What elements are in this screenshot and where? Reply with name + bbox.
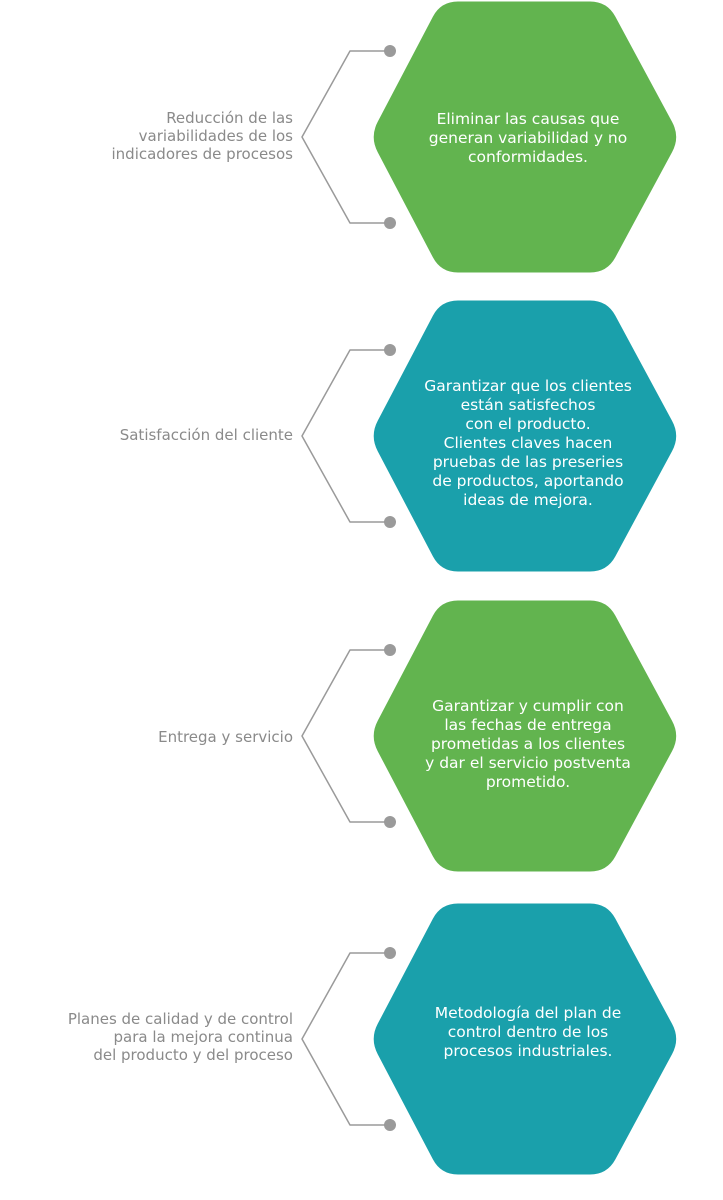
hex-2-text: Garantizar que los clientes están satisf…	[388, 377, 668, 510]
step-1	[301, 0, 680, 276]
connector-dot-4-top	[384, 947, 396, 959]
connector-dot-2-bottom	[384, 516, 396, 528]
hex-4-line-2: control dentro de los	[447, 1023, 609, 1041]
label-2: Satisfacción del cliente	[120, 426, 293, 444]
hex-1-line-3: conformidades.	[468, 148, 588, 166]
label-3-line-1: Entrega y servicio	[158, 728, 293, 746]
hex-2-line-6: de productos, aportando	[432, 472, 624, 490]
hex-4-text: Metodología del plan de control dentro d…	[388, 1004, 668, 1061]
hex-4-line-3: procesos industriales.	[443, 1042, 613, 1060]
hex-3-text: Garantizar y cumplir con las fechas de e…	[388, 697, 668, 792]
hex-2-line-4: Clientes claves hacen	[443, 434, 613, 452]
connector-dot-1-bottom	[384, 217, 396, 229]
hex-1-line-2: generan variabilidad y no	[428, 129, 628, 147]
connector-dot-2-top	[384, 344, 396, 356]
hex-2-line-1: Garantizar que los clientes	[424, 377, 632, 395]
bracket-connector-3	[301, 649, 390, 823]
hex-2-line-3: con el producto.	[465, 415, 591, 433]
hex-3-line-5: prometido.	[485, 773, 571, 791]
label-1: Reducción de las variabilidades de los i…	[112, 109, 294, 163]
connector-dot-4-bottom	[384, 1119, 396, 1131]
bracket-connector-1	[301, 50, 390, 224]
hex-2-line-5: pruebas de las preseries	[432, 453, 624, 471]
hex-1-text: Eliminar las causas que generan variabil…	[388, 110, 668, 167]
hex-2-line-2: están satisfechos	[460, 396, 596, 414]
label-2-line-1: Satisfacción del cliente	[119, 426, 293, 444]
step-3	[301, 597, 680, 875]
hex-3-line-1: Garantizar y cumplir con	[432, 697, 624, 715]
label-1-line-1: Reducción de las	[166, 109, 293, 127]
bracket-connector-2	[301, 349, 390, 523]
hex-1-line-1: Eliminar las causas que	[436, 110, 620, 128]
hex-3-line-4: y dar el servicio postventa	[425, 754, 631, 772]
connector-dot-3-top	[384, 644, 396, 656]
hex-3-line-2: las fechas de entrega	[444, 716, 612, 734]
step-4	[301, 900, 680, 1178]
hexagon-4	[370, 900, 680, 1178]
hex-2-line-7: ideas de mejora.	[463, 491, 593, 509]
label-1-line-2: variabilidades de los	[138, 127, 293, 145]
label-4: Planes de calidad y de control para la m…	[68, 1010, 293, 1064]
label-3: Entrega y servicio	[158, 728, 293, 746]
connector-dot-1-top	[384, 45, 396, 57]
label-4-line-2: para la mejora continua	[113, 1028, 293, 1046]
connector-dot-3-bottom	[384, 816, 396, 828]
label-4-line-3: del producto y del proceso	[93, 1046, 293, 1064]
bracket-connector-4	[301, 952, 390, 1126]
hex-3-line-3: prometidas a los clientes	[430, 735, 626, 753]
hexagon-3	[370, 597, 680, 875]
hex-4-line-1: Metodología del plan de	[434, 1004, 622, 1022]
step-2	[301, 297, 680, 575]
hexagon-1	[370, 0, 680, 276]
label-1-line-3: indicadores de procesos	[111, 145, 294, 163]
label-4-line-1: Planes de calidad y de control	[67, 1010, 293, 1028]
hexagon-2	[370, 297, 680, 575]
